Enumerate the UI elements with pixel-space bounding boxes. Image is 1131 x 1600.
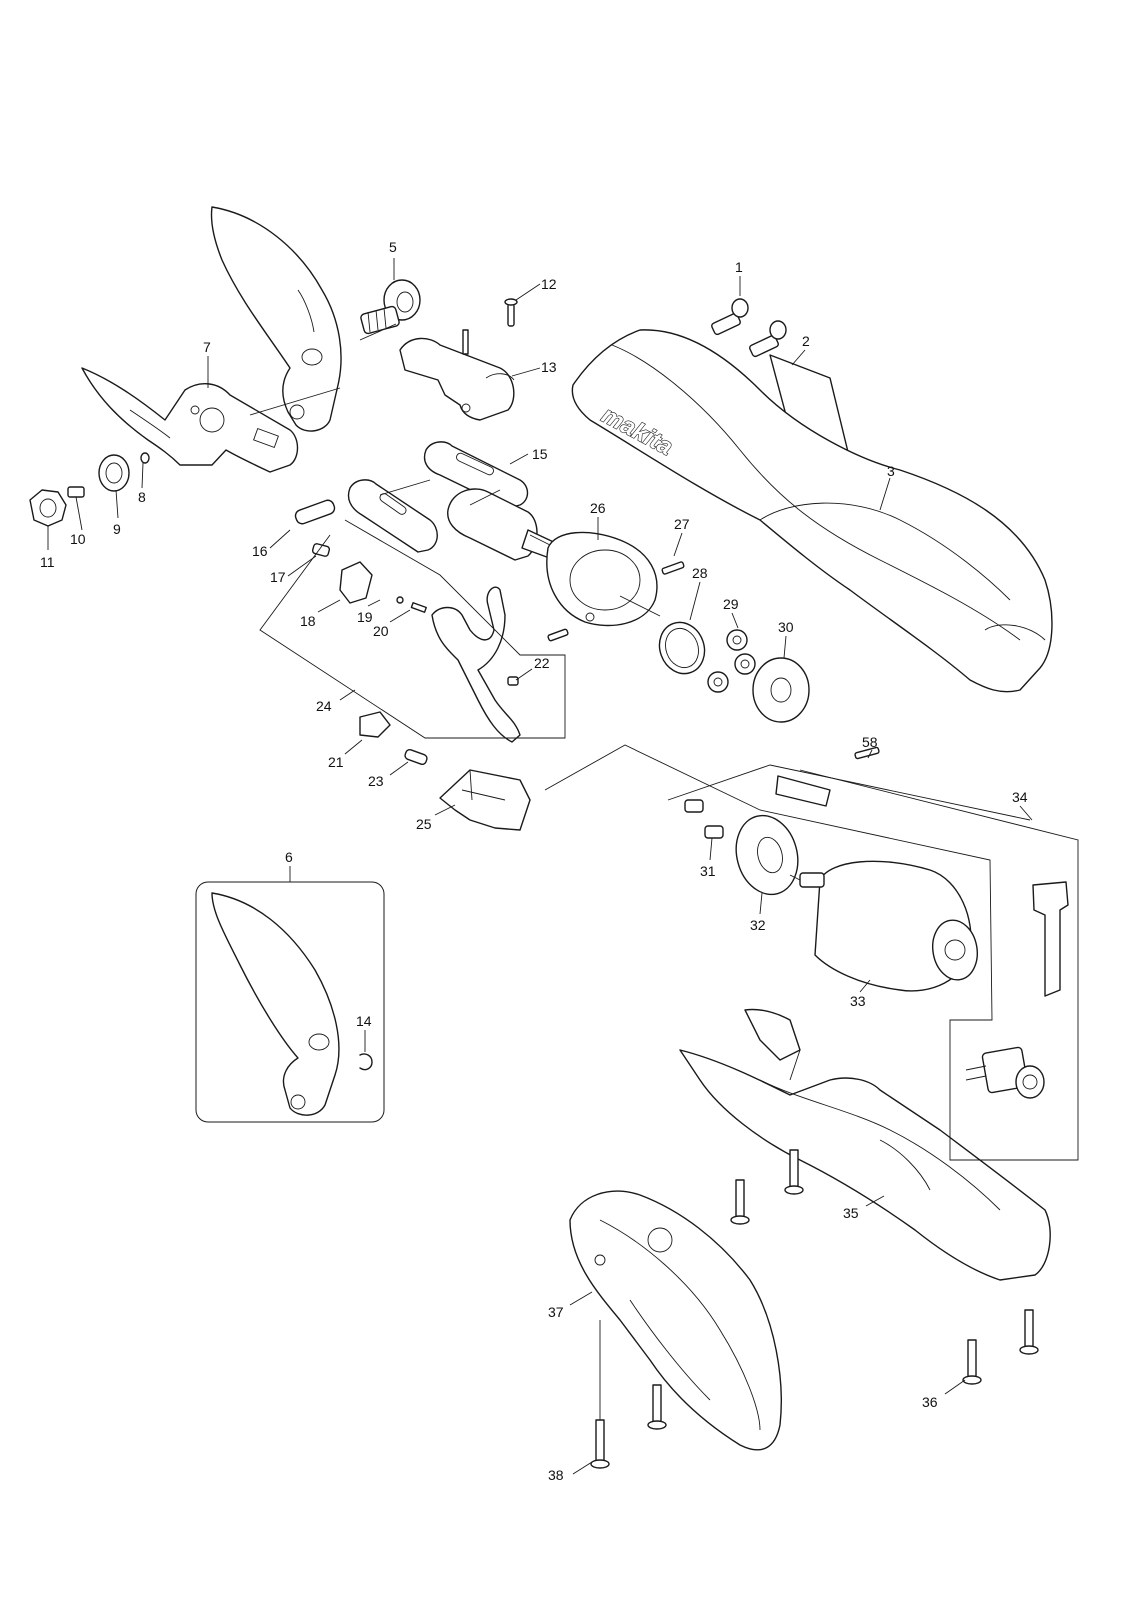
callout-31: 31 — [700, 863, 716, 879]
callout-10: 10 — [70, 531, 86, 547]
drive-cylinder — [294, 488, 658, 627]
link-bracket — [399, 298, 518, 421]
callout-12: 12 — [541, 276, 557, 292]
callout-6: 6 — [285, 849, 293, 865]
callout-1: 1 — [735, 259, 743, 275]
callout-37: 37 — [548, 1304, 564, 1320]
callout-leaders — [47, 258, 1033, 1475]
callout-19: 19 — [357, 609, 373, 625]
callout-22: 22 — [534, 655, 550, 671]
callout-25: 25 — [416, 816, 432, 832]
callout-34: 34 — [1012, 789, 1028, 805]
callout-28: 28 — [692, 565, 708, 581]
callout-labels: 1 2 3 5 6 7 8 9 10 11 12 13 14 15 16 17 … — [40, 239, 1028, 1483]
link-plates — [347, 441, 529, 553]
callout-8: 8 — [138, 489, 146, 505]
housing-screws — [730, 1149, 1039, 1385]
cover-screws — [590, 1384, 667, 1469]
lower-housing — [679, 1008, 1051, 1281]
callout-7: 7 — [203, 339, 211, 355]
callout-29: 29 — [723, 596, 739, 612]
callout-17: 17 — [270, 569, 286, 585]
callout-20: 20 — [373, 623, 389, 639]
callout-26: 26 — [590, 500, 606, 516]
callout-23: 23 — [368, 773, 384, 789]
spare-blade-inset — [195, 881, 385, 1123]
bearing-set — [547, 561, 810, 723]
callout-35: 35 — [843, 1205, 859, 1221]
assembly-lines — [249, 323, 1079, 1420]
callout-2: 2 — [802, 333, 810, 349]
callout-38: 38 — [548, 1467, 564, 1483]
callout-32: 32 — [750, 917, 766, 933]
callout-30: 30 — [778, 619, 794, 635]
callout-24: 24 — [316, 698, 332, 714]
callout-11: 11 — [40, 554, 55, 570]
callout-13: 13 — [541, 359, 557, 375]
trigger-assembly — [359, 586, 531, 831]
callout-21: 21 — [328, 754, 344, 770]
callout-9: 9 — [113, 521, 121, 537]
motor — [799, 860, 978, 992]
lower-blade — [81, 367, 299, 473]
upper-blade — [210, 206, 342, 432]
callout-58: 58 — [862, 734, 878, 750]
callout-14: 14 — [356, 1013, 372, 1029]
callout-27: 27 — [674, 516, 690, 532]
callout-15: 15 — [532, 446, 548, 462]
motor-bracket — [684, 746, 880, 896]
callout-18: 18 — [300, 613, 316, 629]
lever-assembly — [311, 543, 427, 613]
terminal-assembly — [965, 881, 1069, 1099]
callout-16: 16 — [252, 543, 268, 559]
small-hardware-left — [29, 452, 150, 527]
callout-3: 3 — [887, 463, 895, 479]
callout-36: 36 — [922, 1394, 938, 1410]
handle-cover — [569, 1190, 782, 1451]
callout-5: 5 — [389, 239, 397, 255]
callout-33: 33 — [850, 993, 866, 1009]
